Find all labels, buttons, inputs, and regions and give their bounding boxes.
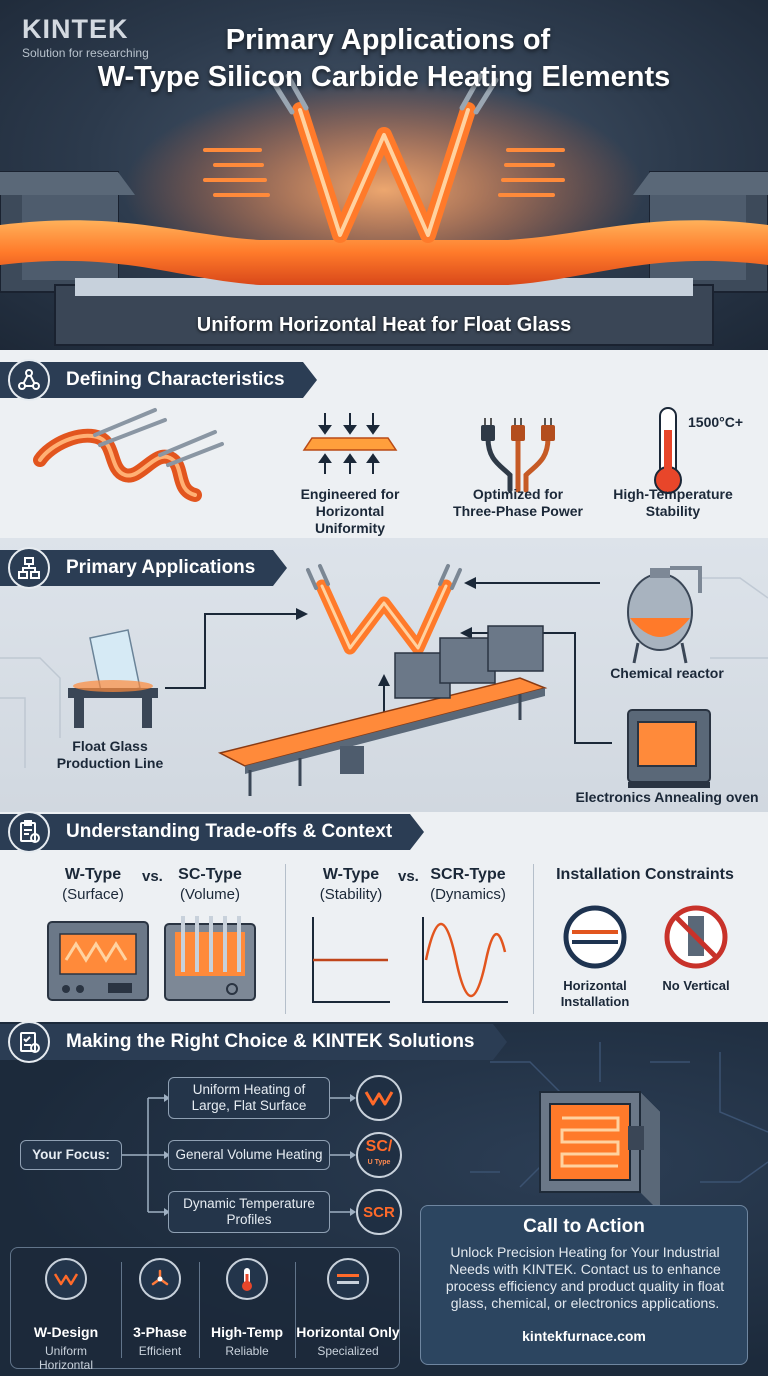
badge-scr-type: SCR xyxy=(356,1189,402,1235)
characteristics-section: Defining Characteristics xyxy=(0,350,768,538)
dynamics-chart-icon xyxy=(422,917,508,1003)
tradeoffs-illustrations xyxy=(47,905,728,1003)
divider xyxy=(199,1262,200,1358)
hero-caption: Uniform Horizontal Heat for Float Glass xyxy=(196,314,572,336)
divider xyxy=(295,1262,296,1358)
w-design-icon xyxy=(45,1258,87,1300)
three-phase-icon xyxy=(485,435,551,493)
volume-oven-icon xyxy=(164,916,256,1001)
hero-banner: KINTEK Solution for researching Primary … xyxy=(0,0,768,350)
float-glass-icon xyxy=(68,629,158,728)
tradeoffs-section: Understanding Trade-offs & Context W-Typ… xyxy=(0,811,768,1022)
no-vertical-label: No Vertical xyxy=(662,978,730,993)
hero-illustration xyxy=(0,73,768,346)
network-icon xyxy=(8,359,50,401)
title-line-2: W-Type Silicon Carbide Heating Elements xyxy=(97,61,671,93)
cta-title: Call to Action xyxy=(523,1216,645,1237)
section-title: Understanding Trade-offs & Context xyxy=(0,814,411,850)
section-header-tradeoffs: Understanding Trade-offs & Context xyxy=(0,811,425,853)
three-phase-icon xyxy=(139,1258,181,1300)
section-header-choice: Making the Right Choice & KINTEK Solutio… xyxy=(0,1022,507,1063)
section-header-characteristics: Defining Characteristics xyxy=(0,359,317,401)
characteristics-illustrations xyxy=(33,407,682,502)
no-vertical-icon xyxy=(664,905,728,969)
website-link[interactable]: kintekfurnace.com xyxy=(522,1328,646,1344)
your-focus-label: Your Focus: xyxy=(20,1140,122,1170)
sc-type-label: SC-Type xyxy=(178,866,242,883)
call-to-action-panel: Call to Action Unlock Precision Heating … xyxy=(420,1205,748,1365)
surface-oven-icon xyxy=(47,921,149,1001)
app-label-electronics: Electronics Annealing oven xyxy=(575,789,759,805)
choice-illustration xyxy=(122,1042,768,1216)
checklist-icon xyxy=(8,1022,50,1063)
hierarchy-icon xyxy=(8,547,50,589)
installation-heading: Installation Constraints xyxy=(556,866,734,883)
furnace-box-icon xyxy=(539,1091,660,1212)
w-element-icon xyxy=(33,408,224,502)
w-type-label-1: W-Type xyxy=(64,866,122,883)
section-header-applications: Primary Applications xyxy=(0,547,288,589)
thermometer-icon xyxy=(226,1258,268,1300)
page-title: Primary Applications of W-Type Silicon C… xyxy=(0,22,768,96)
brand-tagline: Solution for researching xyxy=(22,46,149,60)
brand-logo: KINTEK Solution for researching xyxy=(22,14,149,60)
app-label-chemical: Chemical reactor xyxy=(610,665,724,681)
feature-three-phase: 3-Phase Efficient xyxy=(121,1248,199,1370)
title-line-1: Primary Applications of xyxy=(225,24,551,56)
chemical-reactor-icon xyxy=(627,566,702,664)
divider xyxy=(533,864,534,1014)
scr-type-sub: (Dynamics) xyxy=(430,886,506,903)
choice-section: Making the Right Choice & KINTEK Solutio… xyxy=(0,1022,768,1376)
temperature-label: 1500°C+ xyxy=(688,414,744,430)
section-title: Making the Right Choice & KINTEK Solutio… xyxy=(0,1024,493,1060)
annealing-oven-icon xyxy=(627,709,711,788)
feature-high-temp: High-Temp Reliable xyxy=(199,1248,295,1370)
w-type-label-2: W-Type xyxy=(322,866,380,883)
uniform-heat-icon xyxy=(302,413,398,474)
thermometer-icon xyxy=(654,407,682,494)
scr-type-label: SCR-Type xyxy=(430,866,506,883)
horizontal-bars-icon xyxy=(327,1258,369,1300)
badge-sc-type: SC/ U Type xyxy=(356,1132,402,1178)
clipboard-icon xyxy=(8,811,50,853)
applications-illustration xyxy=(0,564,768,796)
divider xyxy=(121,1262,122,1358)
cta-body: Unlock Precision Heating for Your Indust… xyxy=(445,1244,725,1311)
option-volume-heating[interactable]: General Volume Heating xyxy=(168,1140,330,1170)
w-type-sub-2: (Stability) xyxy=(319,886,383,903)
divider xyxy=(285,864,286,1014)
badge-w-type xyxy=(356,1075,402,1121)
w-type-sub-1: (Surface) xyxy=(62,886,124,903)
vs-label-2: vs. xyxy=(398,868,419,885)
horizontal-install-icon xyxy=(563,905,627,969)
brand-name: KINTEK xyxy=(22,14,129,44)
sc-type-sub: (Volume) xyxy=(179,886,241,903)
stability-chart-icon xyxy=(312,917,390,1003)
vs-label-1: vs. xyxy=(142,868,163,885)
production-line-icon xyxy=(217,625,548,796)
section-title: Defining Characteristics xyxy=(0,362,303,398)
plug-heads xyxy=(481,418,555,441)
feature-horizontal-only: Horizontal Only Specialized xyxy=(295,1248,401,1370)
